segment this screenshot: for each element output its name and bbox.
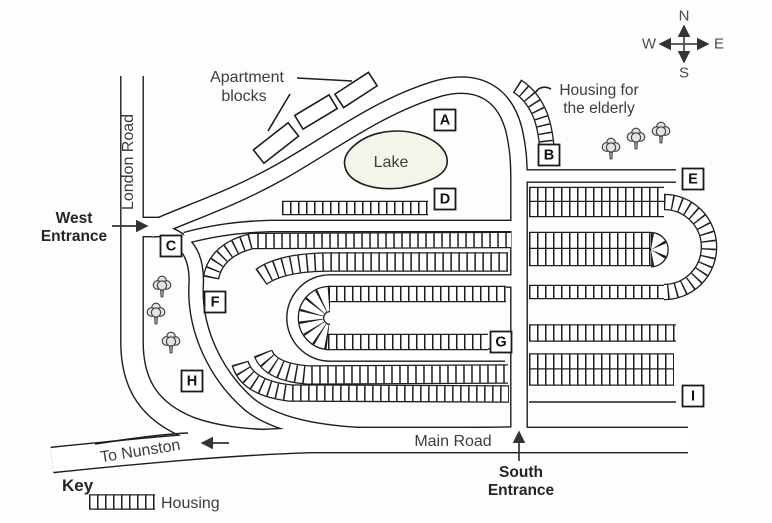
tree-icon <box>601 137 621 160</box>
apartment-pointer-2 <box>267 93 291 132</box>
apartment-pointer-1 <box>296 77 353 82</box>
apartment-blocks-label-line2: blocks <box>221 88 266 105</box>
compass-north-label: N <box>679 8 690 25</box>
tree-icon <box>161 331 181 354</box>
tree-icon <box>651 121 671 144</box>
svg-text:H: H <box>187 374 197 390</box>
svg-text:C: C <box>166 239 177 255</box>
legend: Key Housing <box>62 476 220 512</box>
west-entrance-label-line1: West <box>56 210 93 227</box>
site-label-a: A <box>433 108 457 132</box>
apartment-blocks <box>252 71 379 165</box>
legend-housing-label: Housing <box>161 495 220 512</box>
svg-text:A: A <box>440 113 451 129</box>
compass-east-label: E <box>714 36 724 53</box>
arrows <box>112 219 526 461</box>
lake-shape <box>343 130 448 190</box>
svg-text:B: B <box>544 148 554 164</box>
london-road-label: London Road <box>120 114 137 210</box>
elderly-housing-label-line2: the elderly <box>563 100 635 117</box>
apartment-block-2 <box>293 93 339 131</box>
compass-west-label: W <box>642 36 657 53</box>
site-label-d: D <box>433 187 457 211</box>
apartment-blocks-label-line1: Apartment <box>210 69 284 86</box>
main-road-label: Main Road <box>414 433 491 450</box>
oval-ring-road <box>287 275 512 361</box>
west-loop-road <box>159 225 517 443</box>
svg-text:F: F <box>211 295 220 311</box>
housing-ring-b-bottom <box>255 349 509 384</box>
tree-icon <box>152 275 172 298</box>
lake-label: Lake <box>374 154 409 171</box>
site-labels: A B C D E F G H I <box>159 108 705 408</box>
housing-fan-west <box>298 287 332 349</box>
elderly-housing-label-line1: Housing for <box>559 82 638 99</box>
boundary-lines <box>94 401 676 445</box>
south-entrance-label-line1: South <box>499 464 543 481</box>
roads <box>50 76 688 472</box>
site-label-g: G <box>489 330 513 354</box>
svg-text:I: I <box>691 389 695 405</box>
compass-rose: N W E S <box>642 8 724 82</box>
site-label-i: I <box>681 384 705 408</box>
compass-south-label: S <box>679 65 689 82</box>
svg-text:G: G <box>495 335 506 351</box>
perimeter-loop-road <box>146 77 527 437</box>
legend-title: Key <box>62 476 94 495</box>
site-label-f: F <box>203 290 227 314</box>
housing-strips <box>89 79 718 510</box>
tree-icon <box>146 302 166 325</box>
south-entrance-label-line2: Entrance <box>488 482 555 499</box>
west-entrance-label-line2: Entrance <box>41 228 108 245</box>
apartment-block-3 <box>333 71 379 109</box>
site-label-b: B <box>537 143 561 167</box>
site-label-c: C <box>159 234 183 258</box>
apartment-block-1 <box>252 121 300 165</box>
elderly-pointer <box>534 86 552 94</box>
tree-icon <box>626 127 646 150</box>
site-label-h: H <box>180 369 204 393</box>
svg-text:E: E <box>688 172 698 188</box>
svg-text:D: D <box>440 192 450 208</box>
interior-north-road <box>183 221 514 243</box>
site-label-e: E <box>681 167 705 191</box>
main-road-path <box>50 428 688 472</box>
nunston-fork-line <box>94 432 189 445</box>
